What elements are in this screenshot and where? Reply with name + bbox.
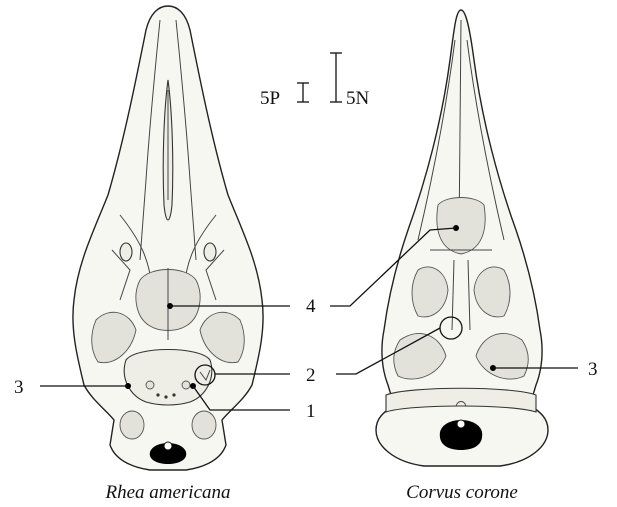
caption-corvus-corone: Corvus corone [406, 482, 518, 503]
label-3-right: 3 [588, 359, 598, 380]
scale-label-5p: 5P [260, 88, 280, 109]
scale-label-5n: 5N [346, 88, 370, 109]
skull-rhea-americana [73, 6, 263, 470]
caption-rhea-americana: Rhea americana [104, 482, 230, 503]
scale-bars: 5P 5N [260, 53, 370, 109]
label-2: 2 [306, 365, 316, 386]
rhea-basicranium [124, 350, 212, 406]
label-4: 4 [306, 296, 316, 317]
skull-corvus-corone [376, 10, 548, 466]
label-3-left: 3 [14, 377, 24, 398]
label-1: 1 [306, 401, 316, 422]
